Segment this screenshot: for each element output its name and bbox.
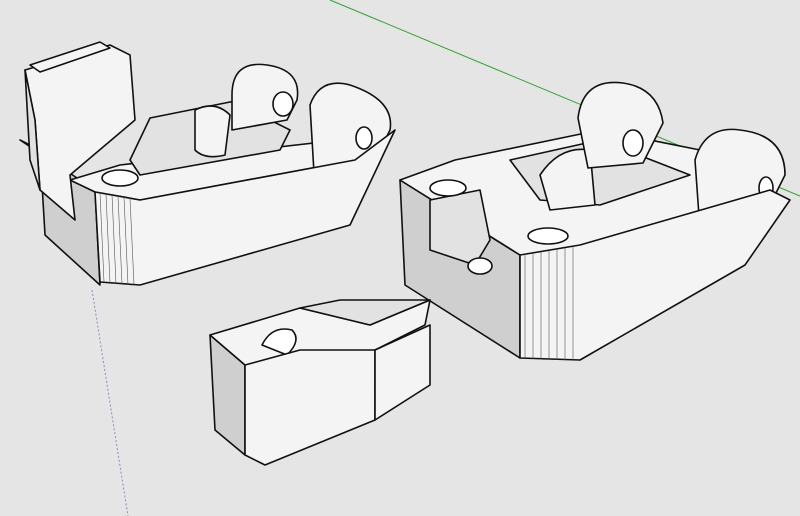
rounded-corner-stripes bbox=[99, 192, 135, 286]
blue-axis bbox=[91, 289, 129, 516]
left-part-model[interactable] bbox=[19, 41, 396, 286]
right-part-model[interactable] bbox=[399, 81, 791, 361]
rounded-corner-stripes bbox=[524, 247, 574, 360]
small-clip-model[interactable] bbox=[209, 299, 431, 466]
